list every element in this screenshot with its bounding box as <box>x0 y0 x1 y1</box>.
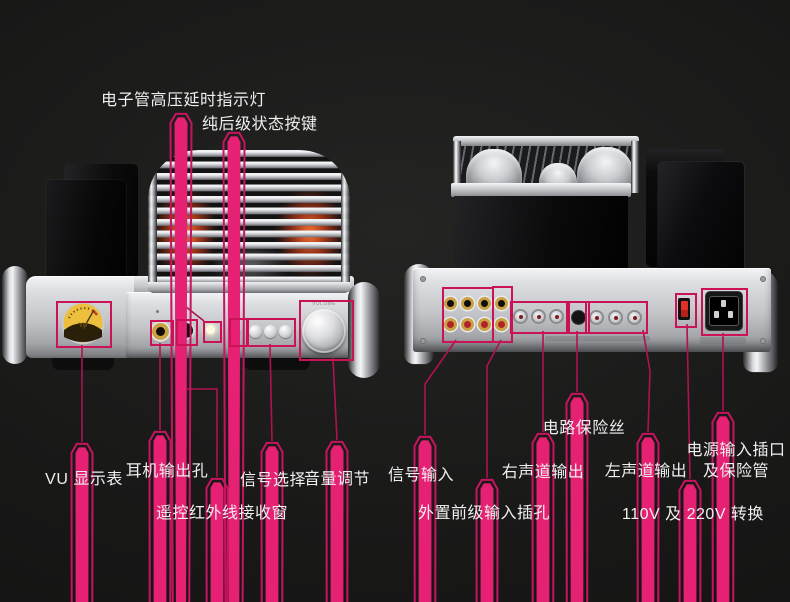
front-foot-left <box>52 356 114 370</box>
cage-slats <box>148 150 350 293</box>
highlight-headphone-jack <box>150 320 174 346</box>
callout-label-headphone: 耳机输出孔 <box>125 463 209 480</box>
highlight-delay-led <box>203 321 222 343</box>
vu-meter-scale <box>68 307 92 319</box>
highlight-vu-meter <box>56 301 112 348</box>
highlight-left-channel <box>585 301 648 334</box>
rear-panel-screw-tl <box>420 276 426 282</box>
left-channel-post-2 <box>608 310 623 325</box>
rear-right-transformer-front <box>658 162 744 272</box>
callout-label-power-amp-button: 纯后级状态按键 <box>202 116 318 133</box>
rca-input-6 <box>478 318 491 331</box>
right-channel-post-3 <box>549 309 564 324</box>
tube-cage <box>148 150 350 293</box>
cage-edge-left <box>148 150 157 293</box>
highlight-fuse <box>568 301 590 334</box>
headphone-jack <box>152 323 169 340</box>
callout-label-power-inlet-line2: 及保险管 <box>702 463 769 480</box>
vu-meter: VU <box>61 301 105 345</box>
preamp-input-jack-1 <box>495 297 508 310</box>
callout-label-ir: 遥控红外线接收窗 <box>155 505 288 522</box>
highlight-signal-input <box>442 287 494 343</box>
power-inlet-pin-right <box>728 311 733 318</box>
input-select-button-1 <box>249 325 262 338</box>
callout-label-signal-input: 信号输入 <box>387 467 454 484</box>
right-channel-post-1 <box>513 309 528 324</box>
left-channel-post-3 <box>627 310 642 325</box>
volume-knob <box>302 309 346 353</box>
rear-panel-print-2 <box>700 337 746 344</box>
vu-meter-label: VU <box>79 323 87 329</box>
rca-input-3 <box>478 297 491 310</box>
rear-cage-top-rail <box>453 136 639 146</box>
rca-input-5 <box>461 318 474 331</box>
rca-input-1 <box>444 297 457 310</box>
callout-label-delay-indicator: 电子管高压延时指示灯 <box>101 92 267 109</box>
highlight-voltage-switch <box>675 293 697 328</box>
rear-panel-screw-tr <box>760 276 766 282</box>
front-left-handle <box>2 266 28 364</box>
highlight-right-channel <box>510 301 568 334</box>
callout-label-voltage: 110V 及 220V 转换 <box>622 506 764 523</box>
power-inlet-pin-top <box>721 300 726 307</box>
input-select-button-2 <box>264 325 277 338</box>
rear-cage-post-right <box>631 141 639 193</box>
cage-edge-right <box>341 150 350 293</box>
power-inlet-pin-left <box>714 311 719 318</box>
preamp-input-jack-2 <box>495 318 508 331</box>
vu-meter-red-zone <box>91 308 99 316</box>
left-channel-post-1 <box>589 310 604 325</box>
rca-input-2 <box>461 297 474 310</box>
rear-transformer-cap <box>451 183 631 197</box>
rear-panel-screw-bl <box>420 338 426 344</box>
input-select-button-3 <box>279 325 292 338</box>
highlight-power-amp-button <box>229 318 248 347</box>
highlight-power-inlet <box>701 288 748 336</box>
amp-rear-view <box>395 0 790 602</box>
highlight-ir-window <box>176 319 198 346</box>
vu-meter-dark-sector <box>64 323 102 342</box>
rear-cage-post-left <box>453 141 461 193</box>
front-pilot-dot <box>156 310 159 313</box>
highlight-select-buttons <box>247 318 296 347</box>
rear-panel-screw-br <box>760 338 766 344</box>
highlight-preamp-input <box>492 286 513 343</box>
front-transformer-cover-front <box>46 180 126 282</box>
front-foot-right <box>244 356 310 370</box>
rca-input-4 <box>444 318 457 331</box>
right-channel-post-2 <box>531 309 546 324</box>
vu-meter-needle <box>82 309 95 330</box>
callout-label-fuse: 电路保险丝 <box>542 420 626 437</box>
voltage-switch-rocker <box>680 301 688 317</box>
highlight-volume-knob <box>299 300 354 361</box>
cage-bottom-band <box>148 282 350 293</box>
callout-label-ext-preamp: 外置前级输入插孔 <box>417 505 550 522</box>
callout-label-right-channel: 右声道输出 <box>501 464 585 481</box>
delay-indicator-led <box>206 325 215 334</box>
volume-knob-text: VOLUME <box>311 301 337 307</box>
rear-panel-print <box>545 336 650 341</box>
callout-label-power-inlet-line1: 电源输入插口 <box>686 442 786 459</box>
